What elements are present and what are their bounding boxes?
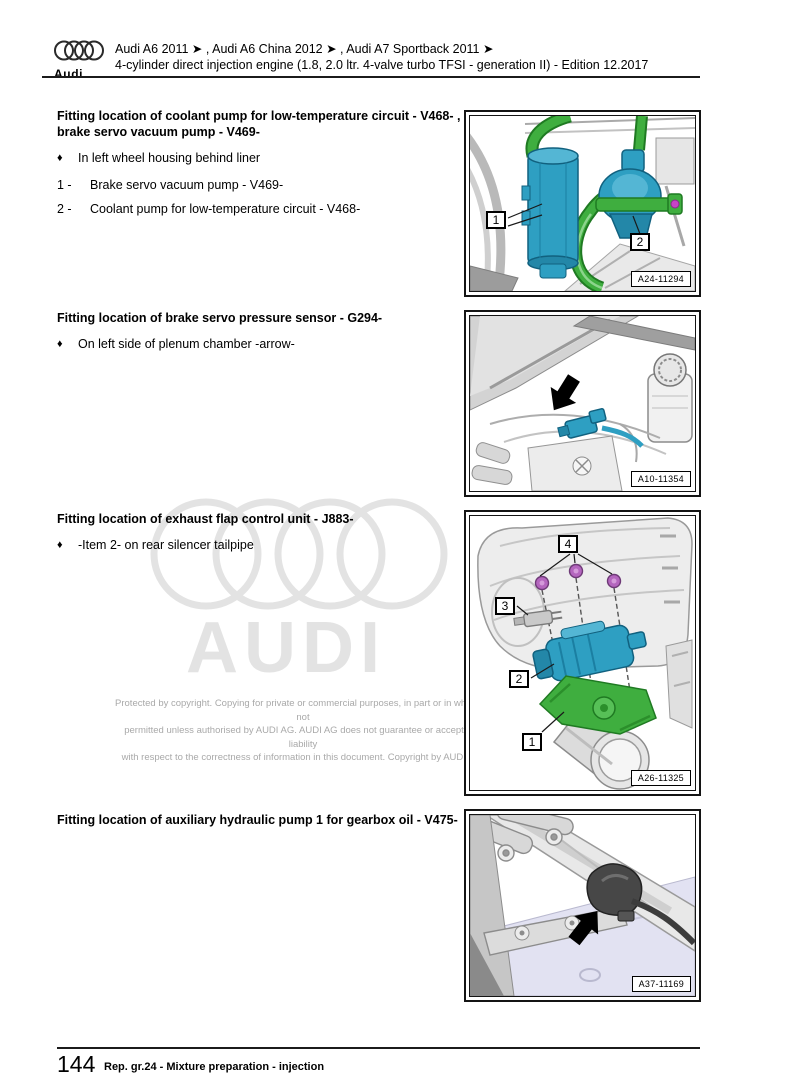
engine-bay-illustration xyxy=(470,116,695,291)
brake-servo-pressure-sensor xyxy=(557,407,607,439)
callout-1: 1 xyxy=(522,733,542,751)
legend-item-number: 1 - xyxy=(57,178,72,192)
audi-rings-watermark-icon xyxy=(150,498,448,610)
copyright-watermark: Protected by copyright. Copying for priv… xyxy=(112,697,494,765)
vacuum-valve xyxy=(513,609,563,628)
bullet-item: ♦ In left wheel housing behind liner xyxy=(57,150,462,166)
bullet-text: -Item 2- on rear silencer tailpipe xyxy=(78,538,254,552)
callout-1: 1 xyxy=(486,211,506,229)
figure-exhaust-flap: 4 3 2 1 A26-11325 xyxy=(464,510,701,796)
header-edition-line: 4-cylinder direct injection engine (1.8,… xyxy=(115,58,649,72)
callout-4: 4 xyxy=(558,535,578,553)
header-divider xyxy=(42,76,700,78)
legend-item: 1 - Brake servo vacuum pump - V469- xyxy=(57,177,462,193)
legend-item-text: Coolant pump for low-temperature circuit… xyxy=(90,202,361,216)
section-coolant-pump: Fitting location of coolant pump for low… xyxy=(57,108,462,225)
figure-reference: A24-11294 xyxy=(630,271,691,287)
legend-item: 2 - Coolant pump for low-temperature cir… xyxy=(57,201,462,217)
footer-chapter-text: Rep. gr.24 - Mixture preparation - injec… xyxy=(104,1061,325,1073)
section-heading: Fitting location of brake servo pressure… xyxy=(57,311,383,325)
section-heading: Fitting location of auxiliary hydraulic … xyxy=(57,813,458,827)
figure-pressure-sensor: A10-11354 xyxy=(464,310,701,497)
figure-reference: A10-11354 xyxy=(630,471,691,487)
plenum-chamber-illustration xyxy=(470,316,695,491)
section-pressure-sensor: Fitting location of brake servo pressure… xyxy=(57,310,462,363)
copyright-line: permitted unless authorised by AUDI AG. … xyxy=(124,725,482,750)
control-unit-bracket xyxy=(538,675,657,735)
section-hydraulic-pump: Fitting location of auxiliary hydraulic … xyxy=(57,812,462,838)
exhaust-flap-control-unit xyxy=(532,620,647,682)
location-arrow xyxy=(568,911,599,946)
figure-hydraulic-pump: A37-11169 xyxy=(464,809,701,1002)
audi-logo: Audi xyxy=(54,39,106,81)
audi-rings-watermark xyxy=(150,497,448,616)
header-models-line: Audi A6 2011 ➤ , Audi A6 China 2012 ➤ , … xyxy=(115,42,494,56)
low-temperature-coolant-pump xyxy=(598,149,662,239)
legend-item-number: 2 - xyxy=(57,202,72,216)
callout-3: 3 xyxy=(495,597,515,615)
pump-clamp-bracket xyxy=(595,193,683,215)
audi-logotype-watermark: AUDI xyxy=(186,608,386,688)
diamond-bullet-icon: ♦ xyxy=(57,338,63,350)
diamond-bullet-icon: ♦ xyxy=(57,152,63,164)
figure-frame: A37-11169 xyxy=(469,814,696,997)
footer-divider xyxy=(57,1047,700,1049)
callout-2: 2 xyxy=(630,233,650,251)
figure-frame: 4 3 2 1 A26-11325 xyxy=(469,515,696,791)
copyright-line: Protected by copyright. Copying for priv… xyxy=(115,698,491,723)
figure-reference: A37-11169 xyxy=(631,976,691,992)
figure-reference: A26-11325 xyxy=(630,770,691,786)
bullet-item: ♦ On left side of plenum chamber -arrow- xyxy=(57,336,462,352)
audi-rings-icon xyxy=(54,40,104,61)
bullet-text: In left wheel housing behind liner xyxy=(78,151,261,165)
figure-frame: A10-11354 xyxy=(469,315,696,492)
mounting-nuts xyxy=(534,563,622,591)
figure-frame: 1 2 A24-11294 xyxy=(469,115,696,292)
header-text: Audi A6 2011 ➤ , Audi A6 China 2012 ➤ , … xyxy=(115,41,648,73)
figure-coolant-pump: 1 2 A24-11294 xyxy=(464,110,701,297)
legend-item-text: Brake servo vacuum pump - V469- xyxy=(90,178,284,192)
copyright-line: with respect to the correctness of infor… xyxy=(121,752,485,763)
section-heading: Fitting location of coolant pump for low… xyxy=(57,109,461,139)
rear-silencer-illustration xyxy=(477,517,693,790)
brake-fluid-reservoir xyxy=(647,353,693,443)
section-heading: Fitting location of exhaust flap control… xyxy=(57,512,354,526)
auxiliary-hydraulic-pump xyxy=(586,863,695,946)
callout-2: 2 xyxy=(509,670,529,688)
diamond-bullet-icon: ♦ xyxy=(57,539,63,551)
page-number: 144 xyxy=(57,1051,96,1077)
location-arrow xyxy=(550,374,580,411)
audi-wordmark: Audi xyxy=(54,67,84,81)
tailpipe xyxy=(552,710,650,790)
underbody-illustration xyxy=(470,815,695,996)
bullet-text: On left side of plenum chamber -arrow- xyxy=(78,337,295,351)
bullet-item: ♦ -Item 2- on rear silencer tailpipe xyxy=(57,537,462,553)
brake-servo-vacuum-pump xyxy=(521,147,579,279)
section-exhaust-flap: Fitting location of exhaust flap control… xyxy=(57,511,462,564)
